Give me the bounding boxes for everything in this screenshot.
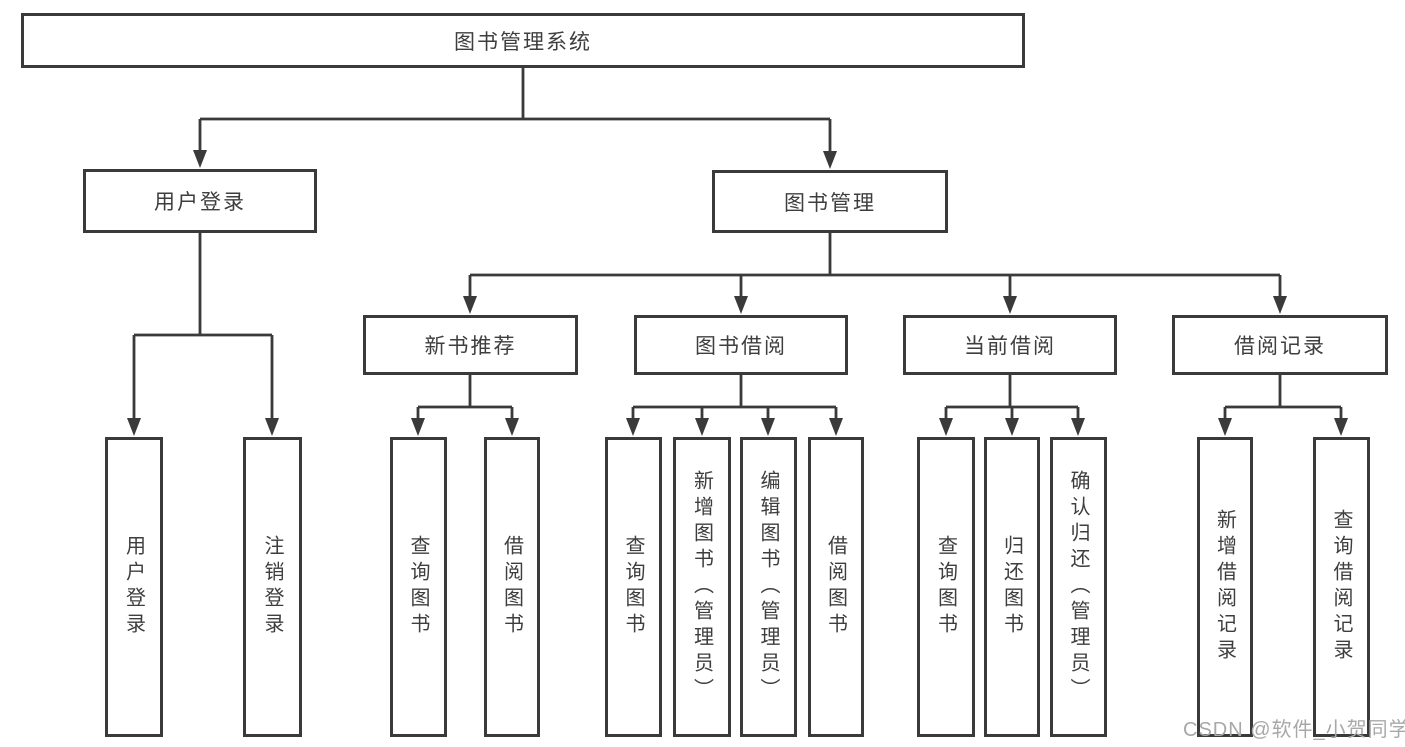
leaf-query-borrow-record: 查询借阅记录 xyxy=(1313,437,1370,737)
csdn-watermark: CSDN @软件_小贺同学 xyxy=(1183,719,1405,741)
leaf-new-books-query: 查询图书 xyxy=(390,437,447,737)
node-root: 图书管理系统 xyxy=(21,13,1025,68)
leaf-new-books-borrow-label: 借阅图书 xyxy=(500,535,523,639)
arrowheads xyxy=(127,150,1348,436)
leaf-current-query-label: 查询图书 xyxy=(934,535,957,639)
leaf-borrow-add-book-admin: 新增图书（管理员） xyxy=(673,437,731,737)
leaf-confirm-return-admin: 确认归还（管理员） xyxy=(1050,437,1107,737)
leaf-logout: 注销登录 xyxy=(243,437,302,737)
node-book-borrow: 图书借阅 xyxy=(634,315,848,375)
connector-paths xyxy=(132,68,1343,420)
leaf-borrow-edit-book-admin-label: 编辑图书（管理员） xyxy=(757,470,779,704)
leaf-user-login-label: 用户登录 xyxy=(122,535,145,639)
leaf-confirm-return-admin-label: 确认归还（管理员） xyxy=(1067,470,1089,704)
leaf-borrow-add-book-admin-label: 新增图书（管理员） xyxy=(690,470,713,704)
leaf-add-borrow-record: 新增借阅记录 xyxy=(1197,437,1253,737)
leaf-return-book-label: 归还图书 xyxy=(1000,535,1023,639)
node-book-management-label: 图书管理 xyxy=(784,191,876,215)
leaf-logout-label: 注销登录 xyxy=(261,535,283,639)
leaf-return-book: 归还图书 xyxy=(984,437,1040,737)
node-root-label: 图书管理系统 xyxy=(454,30,592,54)
node-book-borrow-label: 图书借阅 xyxy=(695,335,787,358)
node-new-book-recommend-label: 新书推荐 xyxy=(424,335,517,358)
leaf-query-borrow-record-label: 查询借阅记录 xyxy=(1330,509,1352,665)
node-borrow-records: 借阅记录 xyxy=(1172,315,1388,375)
leaf-borrow-book-label: 借阅图书 xyxy=(824,535,847,639)
leaf-borrow-query-label: 查询图书 xyxy=(622,535,644,639)
node-borrow-records-label: 借阅记录 xyxy=(1234,335,1326,358)
node-user-login-label: 用户登录 xyxy=(154,191,246,214)
leaf-new-books-borrow: 借阅图书 xyxy=(484,437,540,737)
leaf-borrow-query: 查询图书 xyxy=(605,437,662,737)
leaf-add-borrow-record-label: 新增借阅记录 xyxy=(1213,509,1236,665)
leaf-user-login: 用户登录 xyxy=(105,437,163,737)
node-user-login: 用户登录 xyxy=(83,169,317,233)
leaf-new-books-query-label: 查询图书 xyxy=(407,535,429,639)
node-current-borrow: 当前借阅 xyxy=(903,315,1117,375)
node-book-management: 图书管理 xyxy=(712,170,948,233)
leaf-borrow-edit-book-admin: 编辑图书（管理员） xyxy=(740,437,797,737)
leaf-borrow-book: 借阅图书 xyxy=(808,437,864,737)
node-new-book-recommend: 新书推荐 xyxy=(363,315,578,375)
leaf-current-query: 查询图书 xyxy=(917,437,975,737)
node-current-borrow-label: 当前借阅 xyxy=(964,335,1056,358)
